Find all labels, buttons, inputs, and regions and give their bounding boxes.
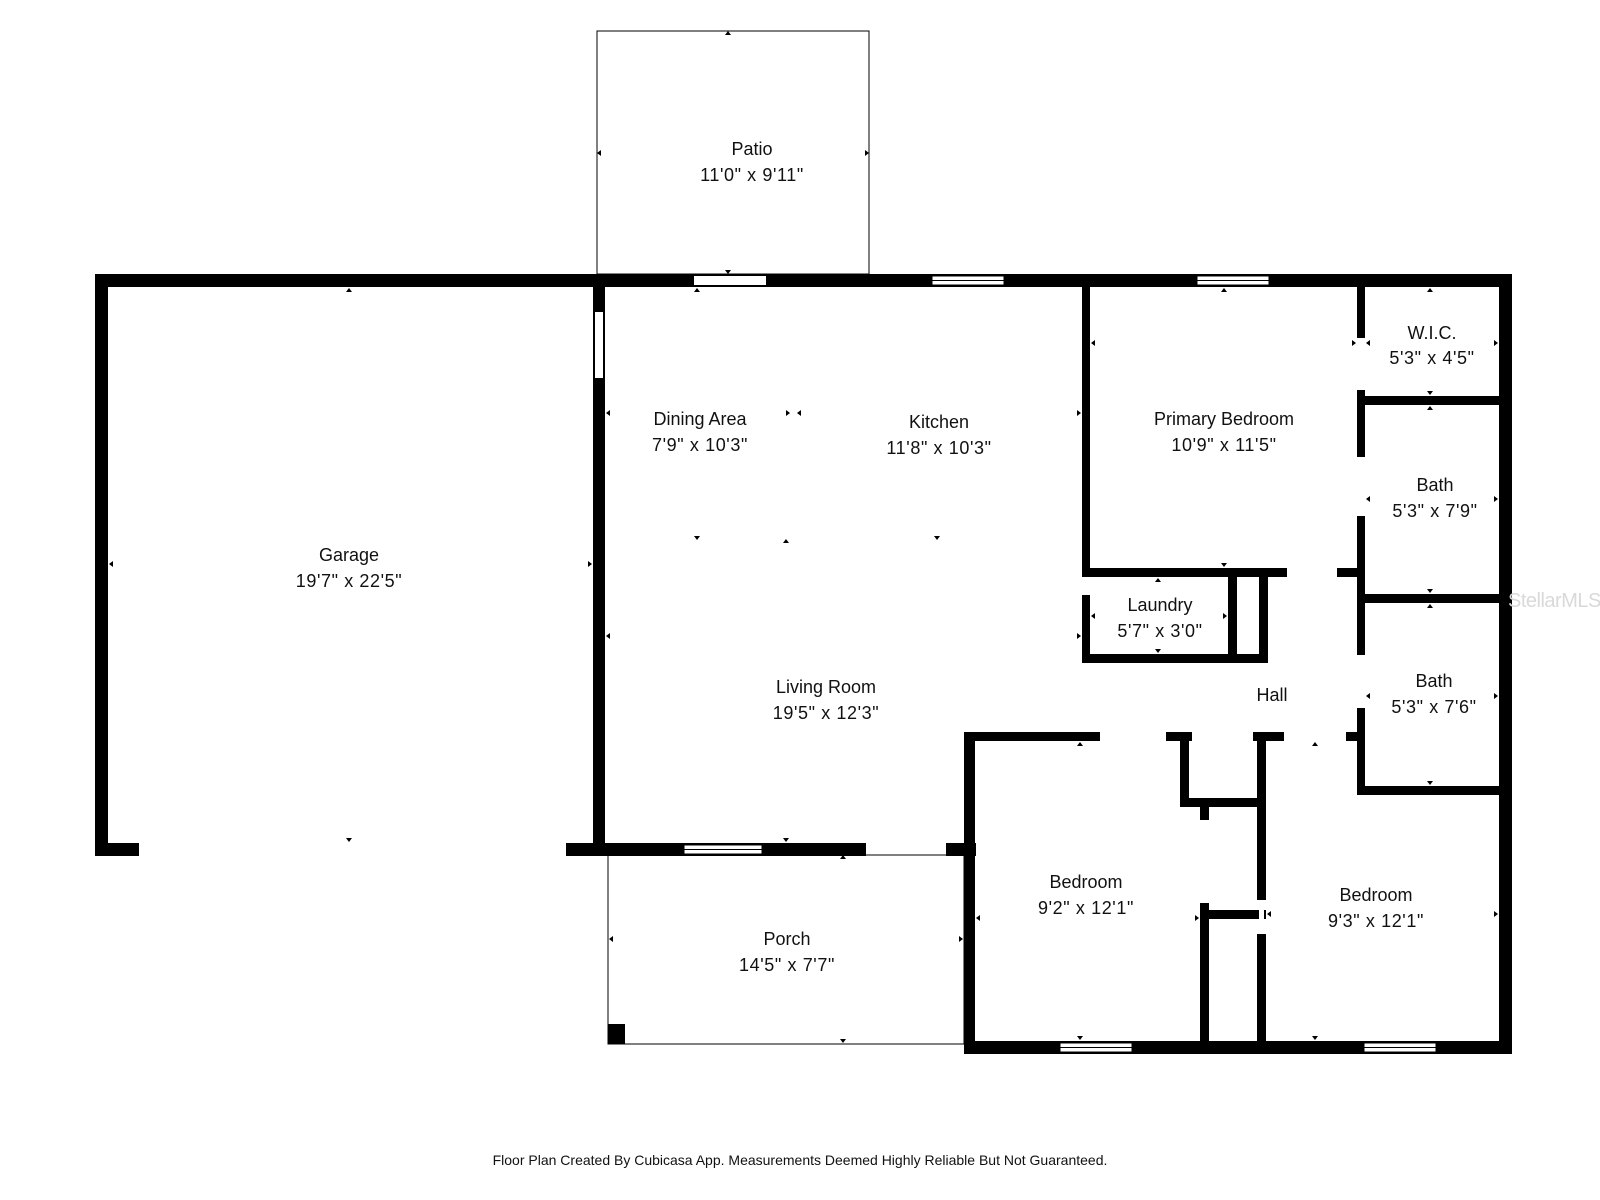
window-living-room <box>683 844 763 855</box>
room-dims-kitchen: 11'8" x 10'3" <box>886 438 991 458</box>
room-name-garage: Garage <box>319 545 379 565</box>
stellarmls-watermark: StellarMLS <box>1508 590 1600 612</box>
window-bedroom-1 <box>1059 1042 1133 1053</box>
room-dims-bedroom-1: 9'2" x 12'1" <box>1038 898 1134 918</box>
porch-outline <box>607 854 965 1045</box>
room-name-patio: Patio <box>731 139 772 159</box>
room-dims-bath-1: 5'3" x 7'9" <box>1392 501 1477 521</box>
room-labels: Patio 11'0" x 9'11" Garage 19'7" x 22'5"… <box>296 139 1477 975</box>
openings <box>595 276 1363 934</box>
room-name-kitchen: Kitchen <box>909 412 969 432</box>
room-dims-bath-2: 5'3" x 7'6" <box>1391 697 1476 717</box>
room-name-porch: Porch <box>763 929 810 949</box>
footer-disclaimer: Floor Plan Created By Cubicasa App. Meas… <box>492 1152 1108 1168</box>
room-name-hall: Hall <box>1256 685 1287 705</box>
windows <box>683 275 1437 1053</box>
room-dims-garage: 19'7" x 22'5" <box>296 571 403 591</box>
room-dims-dining: 7'9" x 10'3" <box>652 435 748 455</box>
window-primary-bedroom <box>1196 275 1270 286</box>
room-name-bath-1: Bath <box>1416 475 1453 495</box>
room-name-dining: Dining Area <box>653 409 747 429</box>
room-dims-wic: 5'3" x 4'5" <box>1389 348 1474 368</box>
room-dims-primary-bedroom: 10'9" x 11'5" <box>1171 435 1276 455</box>
room-name-primary-bedroom: Primary Bedroom <box>1154 409 1294 429</box>
window-bedroom-2 <box>1363 1042 1437 1053</box>
room-name-laundry: Laundry <box>1127 595 1192 615</box>
room-dims-patio: 11'0" x 9'11" <box>700 165 804 185</box>
room-dims-living-room: 19'5" x 12'3" <box>773 703 880 723</box>
room-name-wic: W.I.C. <box>1408 323 1457 343</box>
room-name-bedroom-2: Bedroom <box>1339 885 1412 905</box>
room-name-living-room: Living Room <box>776 677 876 697</box>
dimension-markers <box>109 31 1498 1043</box>
room-name-bath-2: Bath <box>1415 671 1452 691</box>
window-kitchen <box>931 275 1005 286</box>
room-dims-laundry: 5'7" x 3'0" <box>1117 621 1202 641</box>
room-dims-porch: 14'5" x 7'7" <box>739 955 835 975</box>
room-name-bedroom-1: Bedroom <box>1049 872 1122 892</box>
room-dims-bedroom-2: 9'3" x 12'1" <box>1328 911 1424 931</box>
